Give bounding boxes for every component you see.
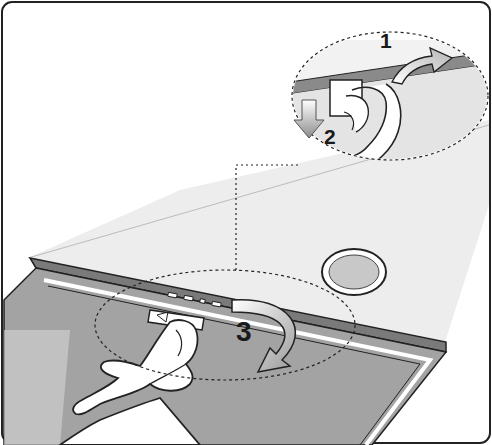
- button: [212, 301, 222, 307]
- button: [184, 295, 194, 301]
- leader-line: [236, 165, 300, 270]
- hand: [73, 320, 197, 414]
- lamp-lens: [329, 255, 379, 289]
- latch-arrow: [157, 312, 168, 322]
- detail-finger: [346, 96, 368, 133]
- wrist: [60, 398, 200, 445]
- callout-number: 1: [380, 30, 392, 51]
- filter-shade: [4, 330, 70, 445]
- filter-panel: [4, 268, 446, 445]
- filter-frame: [44, 280, 430, 445]
- callout-number: 2: [324, 126, 336, 147]
- hand-detail: [176, 330, 182, 356]
- detail-hand: [320, 84, 401, 170]
- callout-number: 3: [236, 318, 252, 346]
- lamp: [322, 249, 386, 295]
- detail-panel: [290, 64, 490, 170]
- pull-arrow: [294, 100, 324, 138]
- button: [200, 299, 206, 304]
- detail-finger: [344, 112, 354, 130]
- rotate-arrow: [232, 300, 295, 372]
- button: [168, 292, 178, 298]
- detail-view: [290, 40, 490, 170]
- lift-arrow: [392, 48, 452, 84]
- filter-frame-line: [48, 286, 420, 445]
- hand-detail: [150, 364, 186, 384]
- detail-surface: [290, 40, 490, 170]
- zoom-area: [95, 270, 355, 380]
